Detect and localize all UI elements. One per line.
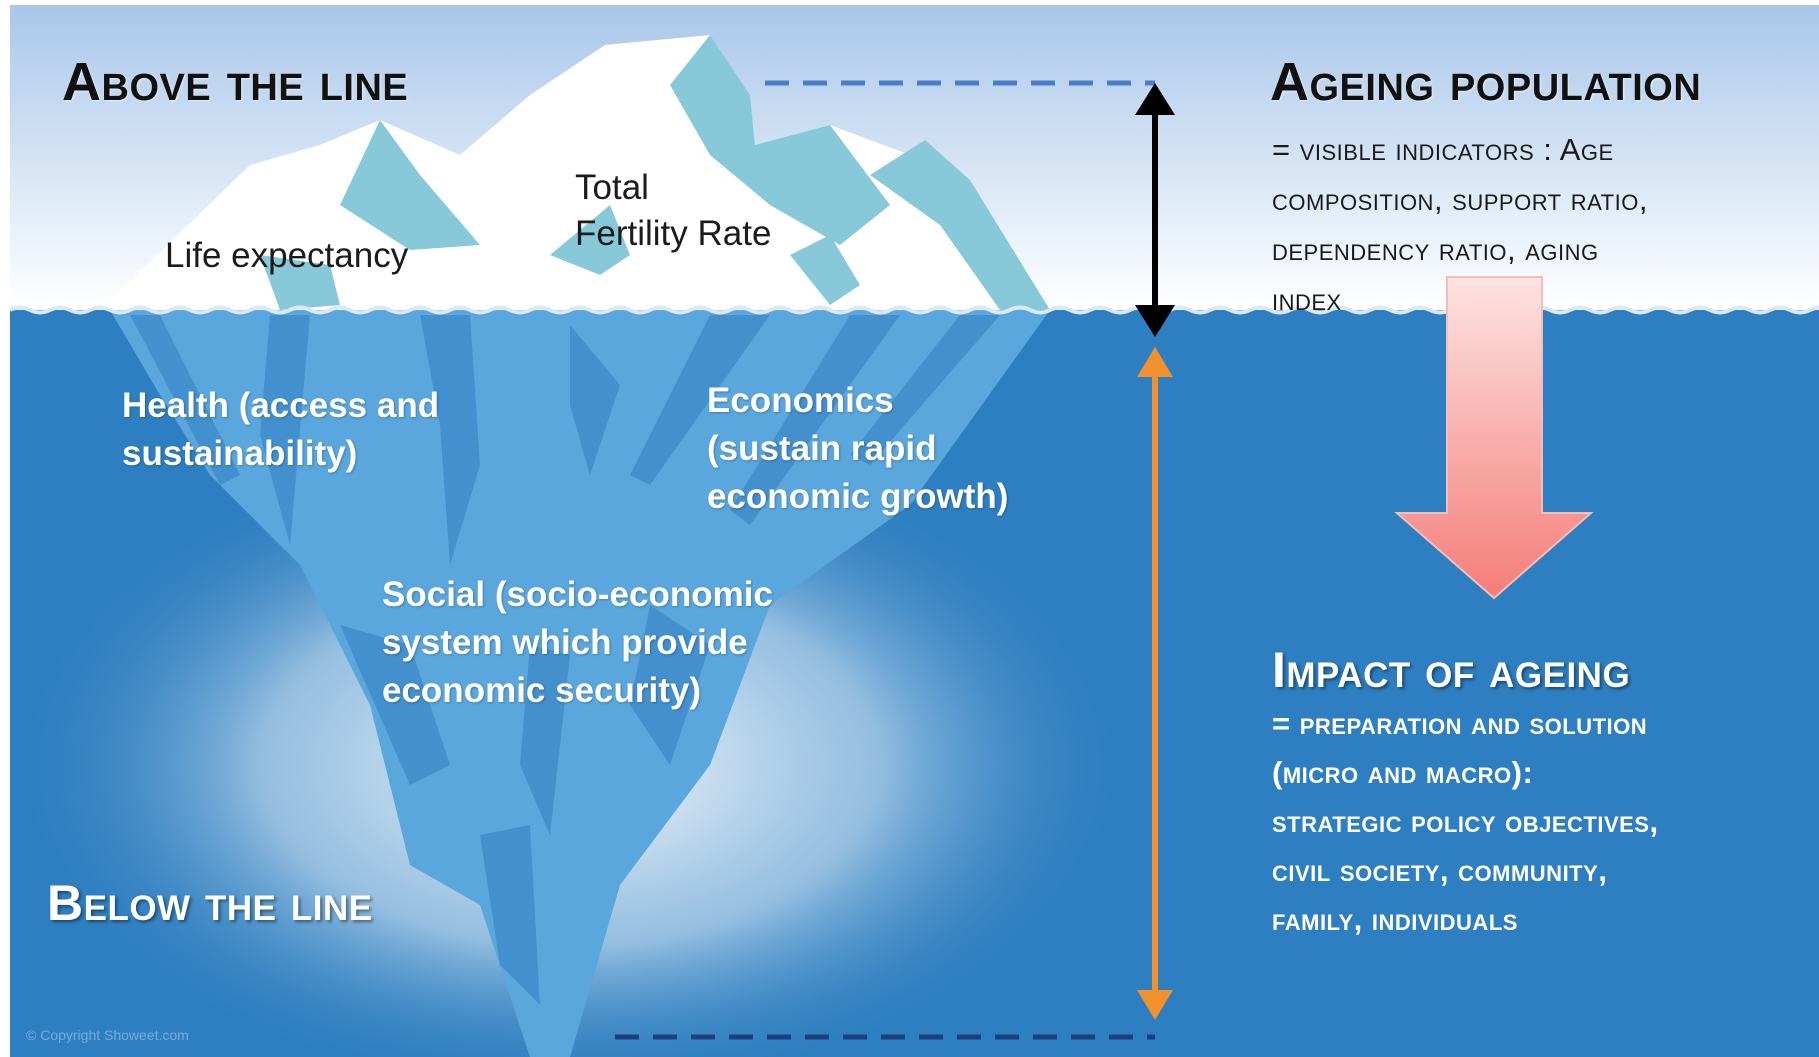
health-line: Health (access and [122,386,440,425]
impact-of-ageing-line: = preparation and solution [1272,706,1648,741]
health-line: sustainability) [122,434,358,473]
iceberg-illustration [10,5,1819,1057]
below-the-line-heading: Below the line [47,875,373,931]
underwater-ice [110,310,1050,1057]
impact-of-ageing-line: (micro and macro): [1272,755,1534,790]
fertility-rate-label: Total Fertility Rate [575,165,771,257]
copyright-text: © Copyright Showeet.com [26,1027,189,1043]
impact-of-ageing-title: Impact of ageing [1272,642,1631,698]
impact-of-ageing-line: strategic policy objectives, [1272,804,1659,839]
social-line: Social (socio-economic [382,575,773,614]
fertility-rate-line: Fertility Rate [575,214,772,253]
above-ice-shadows [260,35,1050,310]
health-label: Health (access and sustainability) [122,382,439,478]
ageing-population-line: composition, support ratio, [1272,182,1648,217]
orange-double-arrow-icon [1137,347,1173,1020]
economics-line: (sustain rapid [707,429,937,468]
social-line: system which provide [382,623,748,662]
above-ice [100,35,1050,310]
social-label: Social (socio-economic system which prov… [382,571,773,715]
economics-label: Economics (sustain rapid economic growth… [707,377,1008,521]
ageing-population-line: index [1272,282,1342,317]
impact-of-ageing-line: civil society, community, [1272,853,1608,888]
impact-of-ageing-line: family, individuals [1272,902,1518,937]
ageing-population-line: = visible indicators : Age [1272,132,1614,167]
economics-line: Economics [707,381,894,420]
above-the-line-heading: Above the line [62,52,409,112]
impact-of-ageing-description: = preparation and solution (micro and ma… [1272,699,1659,944]
underwater-ice-streaks [130,315,1000,1005]
water-surface [10,305,1819,315]
ageing-population-description: = visible indicators : Age composition, … [1272,125,1648,325]
fertility-rate-line: Total [575,168,649,207]
life-expectancy-label: Life expectancy [165,236,409,275]
social-line: economic security) [382,671,701,710]
down-arrow-icon [1394,276,1594,600]
iceberg-diagram: Above the line Life expectancy Total Fer… [10,5,1819,1057]
economics-line: economic growth) [707,477,1009,516]
ageing-population-title: Ageing population [1270,52,1702,112]
black-double-arrow-icon [1135,83,1175,337]
ageing-population-line: dependency ratio, aging [1272,232,1599,267]
